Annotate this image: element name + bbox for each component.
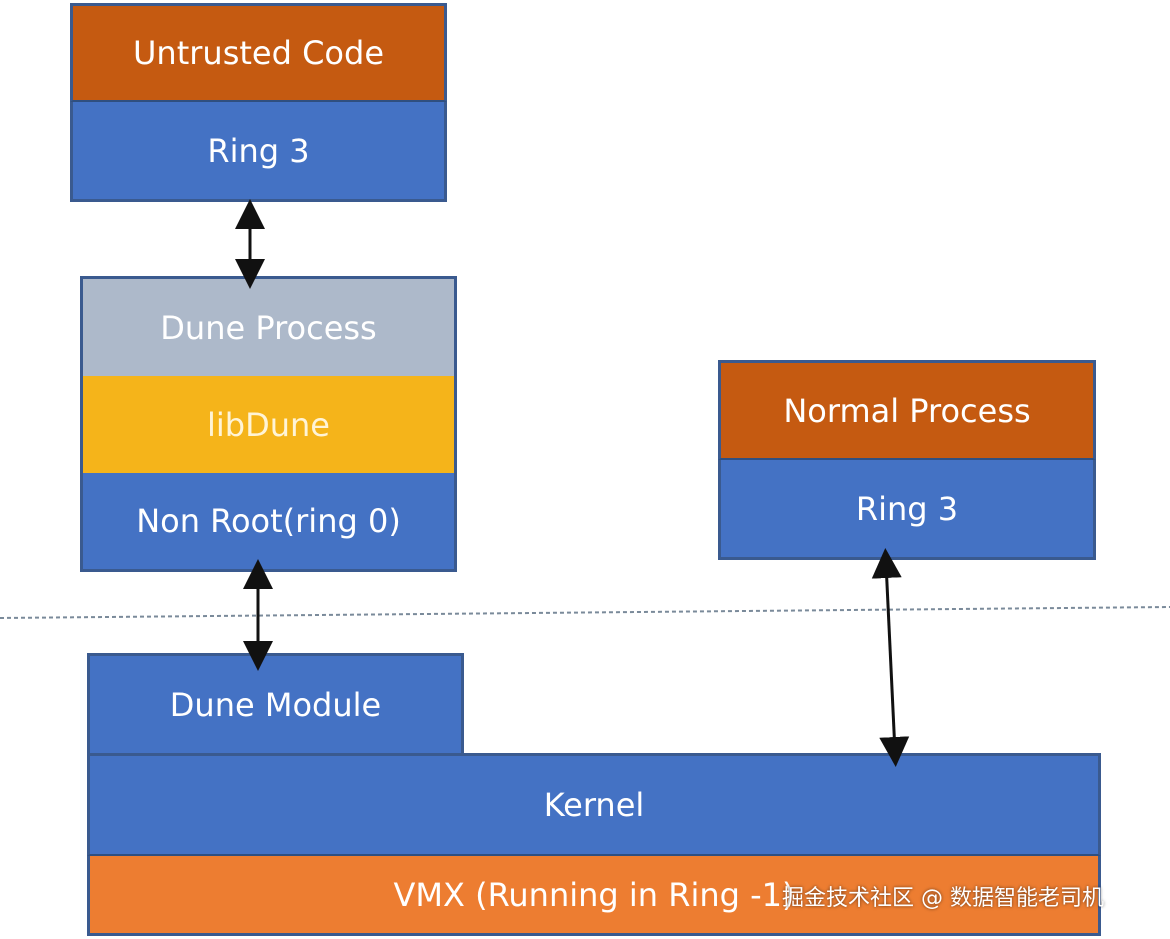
normal-process-block: Normal Process [718,360,1096,460]
untrusted-ring3-block: Ring 3 [70,102,447,202]
libdune-label: libDune [207,405,330,444]
non-root-block: Non Root(ring 0) [80,473,457,572]
vmx-block: VMX (Running in Ring -1) [87,856,1101,936]
watermark-text: 掘金技术社区 @ 数据智能老司机 [782,886,1104,911]
user-kernel-boundary-line [0,606,1170,619]
non-root-label: Non Root(ring 0) [136,502,401,540]
untrusted-code-label: Untrusted Code [133,34,384,72]
kernel-label: Kernel [543,786,645,824]
dune-process-label: Dune Process [160,308,377,347]
arrow-normal-to-kernel [871,548,910,767]
untrusted-ring3-label: Ring 3 [207,131,310,170]
normal-ring3-label: Ring 3 [855,489,959,528]
normal-process-label: Normal Process [783,391,1031,430]
untrusted-code-block: Untrusted Code [70,3,447,102]
libdune-block: libDune [80,376,457,473]
dune-module-block: Dune Module [87,653,464,753]
dune-process-block: Dune Process [80,276,457,376]
kernel-block: Kernel [87,753,1101,856]
normal-ring3-block: Ring 3 [718,460,1096,560]
vmx-label: VMX (Running in Ring -1) [393,875,795,914]
dune-module-label: Dune Module [169,685,382,724]
